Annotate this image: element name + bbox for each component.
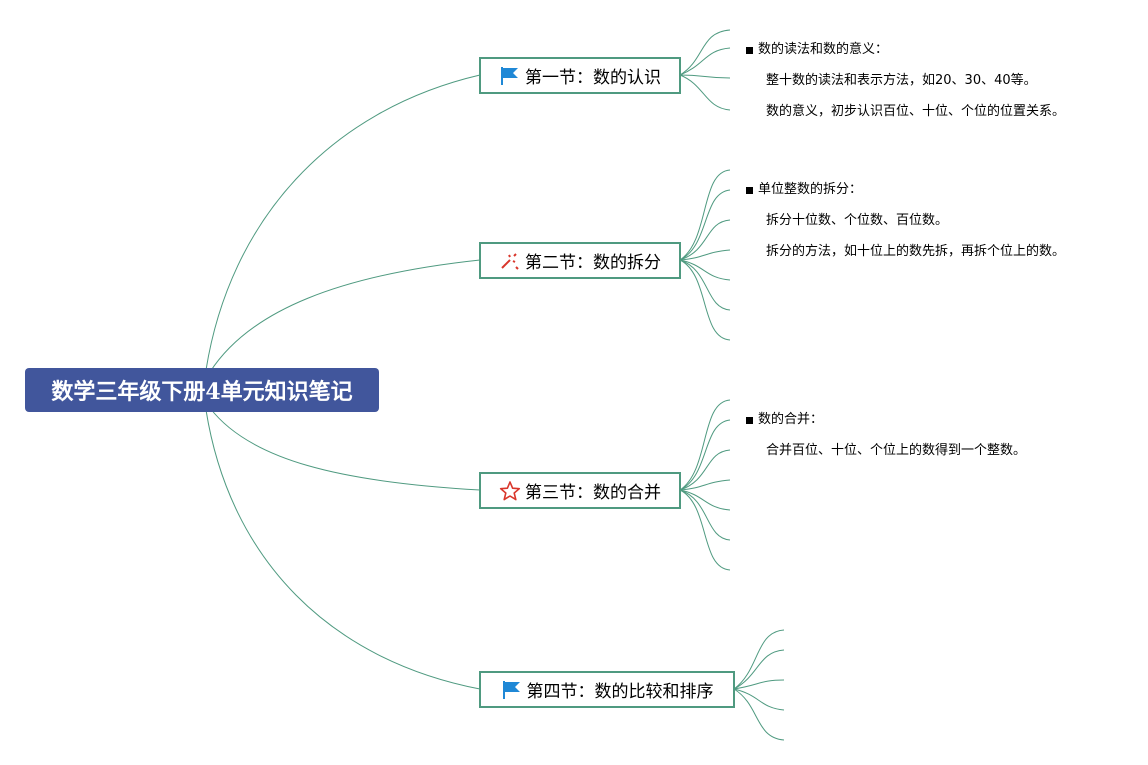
branch-s4-2 [733, 649, 785, 690]
branch-s2-7 [679, 259, 731, 341]
section-1-note-item: 数的意义，初步认识百位、十位、个位的位置关系。 [766, 104, 1066, 119]
section-3-note-item: 合并百位、十位、个位上的数得到一个整数。 [766, 443, 1027, 458]
bullet-square-icon [746, 416, 753, 424]
branch-s1-3 [679, 74, 731, 79]
branch-s3-5 [679, 489, 731, 511]
section-2-note-item: 拆分十位数、个位数、百位数。 [766, 213, 949, 228]
section-3-label: 第三节：数的合并 [525, 483, 661, 503]
branch-s2-5 [679, 259, 731, 281]
section-2-note-heading-text: 单位整数的拆分： [758, 182, 863, 197]
branch-s4-1 [733, 629, 785, 690]
section-2-note-heading: 单位整数的拆分： [746, 182, 862, 198]
connector-root-section-4 [205, 409, 481, 690]
branch-s2-6 [679, 259, 731, 311]
wand-sparkle-icon [499, 250, 521, 272]
branch-s4-5 [733, 688, 785, 741]
branch-s3-6 [679, 489, 731, 541]
root-title: 数学三年级下册4单元知识笔记 [51, 379, 353, 405]
bullet-square-icon [746, 46, 753, 54]
section-3-node[interactable]: 第三节：数的合并 [479, 472, 681, 509]
branch-s2-3 [679, 219, 731, 261]
branch-s4-3 [733, 679, 785, 690]
section-1-note-heading-text: 数的读法和数的意义： [758, 42, 889, 57]
branch-s1-4 [679, 74, 731, 111]
section-3-note-heading: 数的合并： [746, 412, 823, 428]
branch-s3-7 [679, 489, 731, 571]
red-star-icon [499, 480, 521, 502]
bullet-square-icon [746, 186, 753, 194]
connector-root-section-3 [209, 407, 481, 491]
section-4-label: 第四节：数的比较和排序 [526, 682, 714, 702]
branch-s3-1 [679, 399, 731, 491]
section-2-label: 第二节：数的拆分 [525, 253, 661, 273]
section-1-node[interactable]: 第一节：数的认识 [479, 57, 681, 94]
branch-s2-2 [679, 189, 731, 261]
branch-s2-4 [679, 249, 731, 261]
section-4-node[interactable]: 第四节：数的比较和排序 [479, 671, 735, 708]
blue-flag-icon [499, 65, 521, 87]
branch-s1-2 [679, 47, 731, 76]
branch-s3-4 [679, 479, 731, 491]
section-2-node[interactable]: 第二节：数的拆分 [479, 242, 681, 279]
section-2-note-item: 拆分的方法，如十位上的数先拆，再拆个位上的数。 [766, 244, 1066, 259]
branch-s4-4 [733, 688, 785, 711]
section-1-note-heading: 数的读法和数的意义： [746, 42, 888, 58]
root-topic[interactable]: 数学三年级下册4单元知识笔记 [25, 368, 379, 412]
connector-root-section-2 [209, 259, 481, 373]
section-1-note-item: 整十数的读法和表示方法，如20、30、40等。 [766, 73, 1037, 88]
branch-s1-1 [679, 29, 731, 76]
blue-flag-icon [501, 679, 523, 701]
branch-s3-3 [679, 449, 731, 491]
connector-root-section-1 [205, 74, 481, 371]
branch-s3-2 [679, 419, 731, 491]
section-3-note-heading-text: 数的合并： [758, 412, 824, 427]
branch-s2-1 [679, 169, 731, 261]
section-1-label: 第一节：数的认识 [525, 68, 661, 88]
